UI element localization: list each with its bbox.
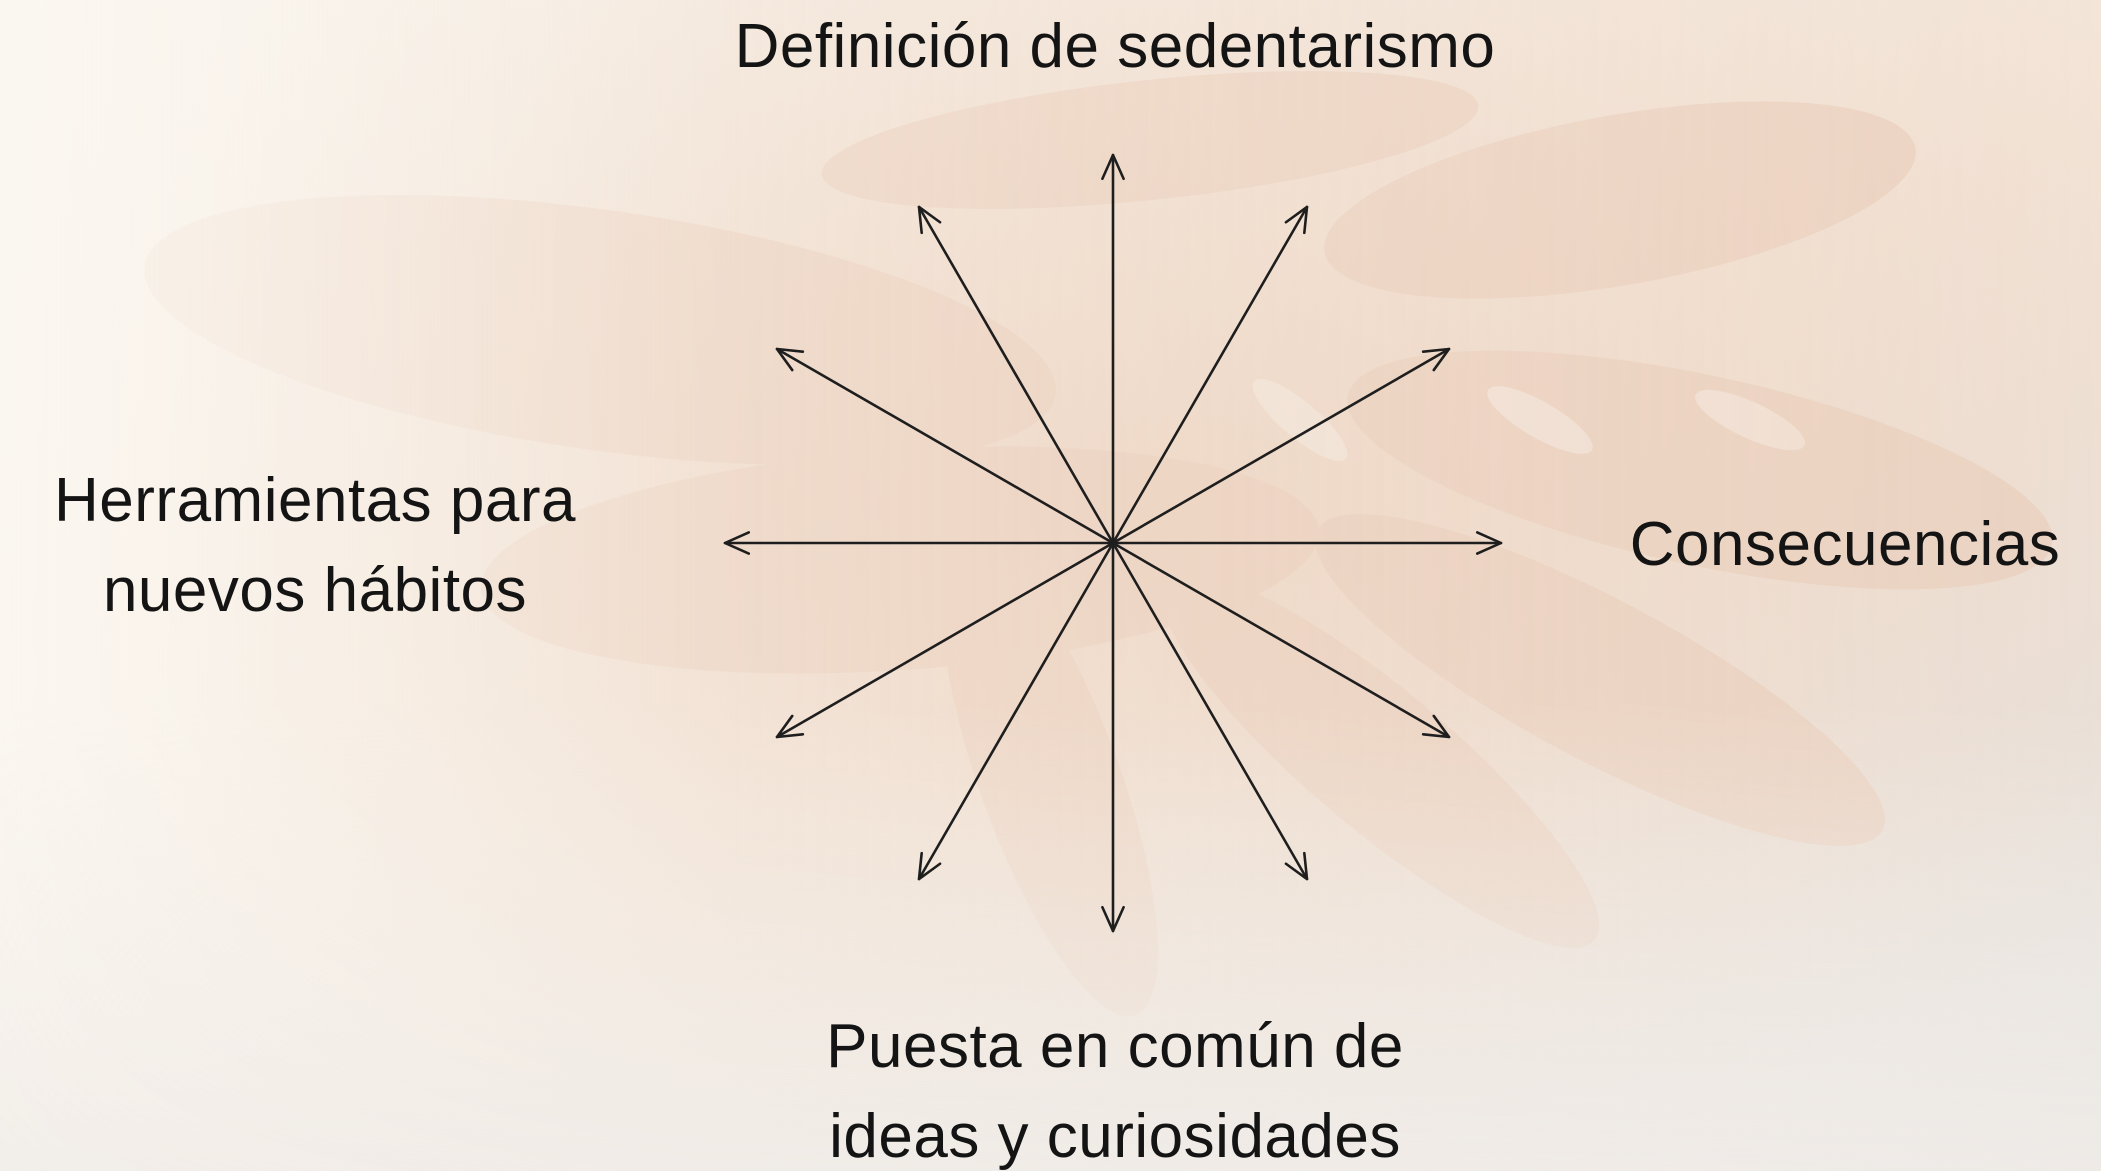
arrow-1 [1111,531,1503,555]
arrow-11 [1111,541,1309,881]
label-herramientas: Herramientas para nuevos hábitos [0,456,630,636]
arrow-3 [1111,205,1309,545]
label-definicion: Definición de sedentarismo [600,2,1630,92]
label-consecuencias-line-1: Consecuencias [1629,510,2061,579]
arrow-4 [1101,153,1125,545]
label-consecuencias: Consecuencias [1590,500,2100,590]
arrow-6 [775,347,1115,545]
arrow-2 [1111,347,1451,545]
arrow-8 [775,541,1115,739]
arrow-7 [723,531,1115,555]
arrow-9 [917,541,1115,881]
arrow-12 [1111,541,1451,739]
label-herramientas-line-1: Herramientas para [54,466,576,535]
label-puesta-en-comun: Puesta en común de ideas y curiosidades [700,1002,1530,1171]
label-herramientas-line-2: nuevos hábitos [102,555,528,625]
arrow-10 [1101,541,1125,933]
label-puesta-en-comun-line-1: Puesta en común de [826,1012,1404,1081]
label-puesta-en-comun-line-2: ideas y curiosidades [829,1101,1401,1171]
label-definicion-line-1: Definición de sedentarismo [734,12,1496,81]
arrow-5 [917,205,1115,545]
